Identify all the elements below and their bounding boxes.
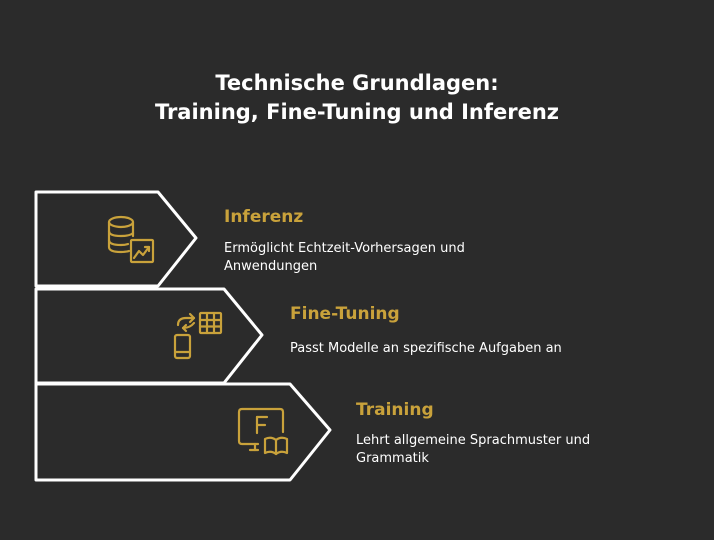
step-shape-inferenz [34,190,198,288]
step-heading-training: Training [356,400,434,420]
step-heading-inferenz: Inferenz [224,207,304,227]
device-table-transfer-icon [173,311,223,360]
step-description-training: Lehrt allgemeine Sprachmuster und Gramma… [356,433,591,466]
step-description-inferenz: Ermöglicht Echtzeit-Vorhersagen und Anwe… [224,241,465,274]
diagram-title-line-1: Technische Grundlagen: [215,71,499,95]
step-heading-finetuning: Fine-Tuning [290,304,400,324]
step-shape-finetuning [34,287,264,385]
step-description-finetuning: Passt Modelle an spezifische Aufgaben an [290,341,562,356]
diagram-title-line-2: Training, Fine-Tuning und Inferenz [154,100,560,124]
step-shape-training [34,382,332,482]
database-chart-icon [107,215,155,264]
screen-book-icon [237,407,289,456]
